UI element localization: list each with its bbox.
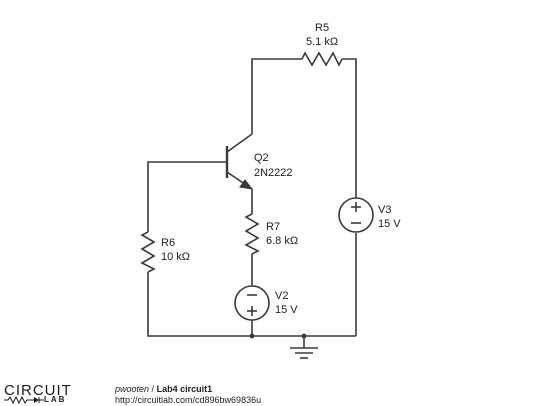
- transistor-q2: [225, 133, 254, 190]
- voltage-source-v2: [234, 285, 270, 321]
- resistor-r6: [140, 231, 156, 273]
- footer-info: pwooten / Lab4 circuit1 http://circuitla…: [115, 384, 261, 406]
- q2-value: 2N2222: [254, 167, 293, 179]
- q2-name: Q2: [254, 152, 269, 164]
- r7-value: 6.8 kΩ: [266, 235, 298, 247]
- wires: [147, 58, 357, 348]
- junction-dot: [301, 333, 307, 339]
- junction-dot: [249, 333, 255, 339]
- resistor-r5: [301, 51, 343, 67]
- v3-value: 15 V: [378, 218, 401, 230]
- voltage-source-v3: [338, 197, 374, 233]
- path-separator: /: [151, 384, 155, 394]
- resistor-r7: [244, 213, 260, 255]
- v3-name: V3: [378, 204, 391, 216]
- circuit-url[interactable]: http://circuitlab.com/cd896bw69836u: [115, 395, 262, 405]
- ground-symbol: [290, 347, 318, 359]
- r5-name: R5: [315, 22, 329, 34]
- wire-collector: [251, 58, 302, 134]
- logo-text-bottom: LAB: [44, 395, 67, 404]
- footer-bar: CIRCUIT LAB pwooten / Lab4 circuit1 http…: [0, 382, 540, 406]
- circuitlab-logo[interactable]: CIRCUIT LAB: [4, 382, 102, 405]
- v2-value: 15 V: [275, 304, 298, 316]
- r6-name: R6: [161, 237, 175, 249]
- r7-name: R7: [266, 221, 280, 233]
- logo-wave-icon: [4, 396, 44, 404]
- wire-r5-v3: [342, 58, 357, 198]
- wire-r6-bottom: [147, 272, 356, 337]
- author-link[interactable]: pwooten: [115, 384, 150, 394]
- r6-value: 10 kΩ: [161, 251, 190, 263]
- logo-text-top: CIRCUIT: [4, 382, 72, 399]
- wire-base: [147, 161, 227, 232]
- circuit-schematic: R5 5.1 kΩ Q2 2N2222 R7 6.8 kΩ R6 10 kΩ V…: [140, 22, 401, 359]
- r5-value: 5.1 kΩ: [306, 36, 338, 48]
- circuit-title[interactable]: Lab4 circuit1: [156, 384, 213, 394]
- v2-name: V2: [275, 290, 288, 302]
